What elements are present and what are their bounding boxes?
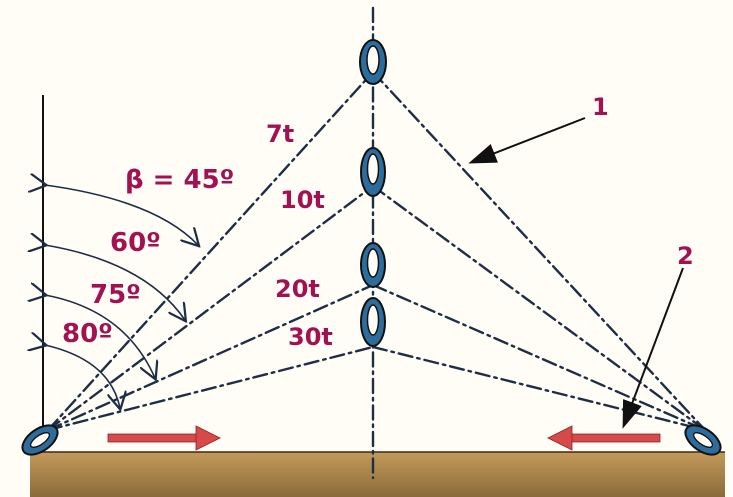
ground xyxy=(30,452,725,497)
shackle-10t xyxy=(360,147,386,197)
angle-label-80: 80º xyxy=(62,319,113,349)
angle-arcs xyxy=(45,185,198,408)
load-label-10t: 10t xyxy=(280,186,325,214)
shackles xyxy=(359,39,387,347)
load-label-7t: 7t xyxy=(266,120,294,148)
angle-label-45: β = 45º xyxy=(125,165,234,195)
arrow-right-icon xyxy=(107,425,221,451)
sling-right-75 xyxy=(371,283,707,432)
arc-60 xyxy=(45,245,185,320)
shackle-top xyxy=(359,39,387,85)
sling-right-80 xyxy=(371,345,707,432)
callout-1-arrow xyxy=(468,117,586,164)
chain-link-icon xyxy=(21,424,59,456)
load-label-30t: 30t xyxy=(288,323,333,351)
sling-left-80 xyxy=(46,345,375,432)
load-label-20t: 20t xyxy=(275,275,320,303)
angle-label-60: 60º xyxy=(110,228,161,258)
angle-label-75: 75º xyxy=(90,280,141,310)
chain-link-icon xyxy=(684,424,722,456)
callout-number-1: 1 xyxy=(592,93,609,121)
arc-80 xyxy=(45,345,120,408)
shackle-20t xyxy=(360,242,386,288)
arrow-left-icon xyxy=(547,425,661,451)
sling-right-60 xyxy=(371,184,707,432)
callout-2-arrow xyxy=(622,267,684,429)
arc-75 xyxy=(45,295,155,378)
shackle-30t xyxy=(360,297,386,347)
sling-right-45 xyxy=(371,70,707,432)
callout-number-2: 2 xyxy=(677,242,694,270)
sling-left-45 xyxy=(46,70,375,432)
